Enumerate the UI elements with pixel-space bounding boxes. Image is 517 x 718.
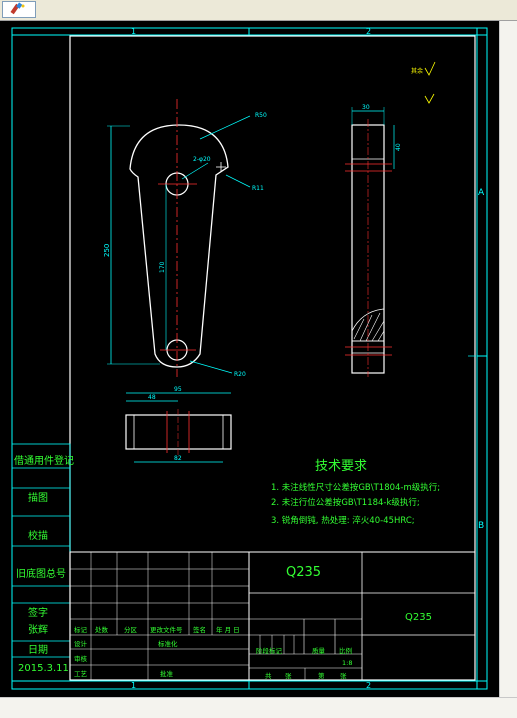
zone-col-2-bottom: 2 — [366, 681, 371, 690]
label-sign: 签字 — [28, 606, 48, 619]
brush-icon — [10, 2, 25, 15]
zone-row-b: B — [478, 521, 484, 531]
row-approve: 批准 — [160, 669, 174, 678]
tech-title: 技术要求 — [315, 459, 367, 474]
scale-value: 1:8 — [342, 659, 352, 667]
row-standard: 标准化 — [158, 639, 178, 648]
sheet-total: 共 — [265, 671, 272, 680]
dim-side-height: 40 — [395, 143, 402, 151]
stage-scale: 比例 — [339, 646, 352, 655]
tech-item-1: 1. 未注线性尺寸公差按GB\T1804-m级执行; — [271, 482, 440, 493]
roughness-icon-2 — [424, 93, 435, 104]
dim-95: 95 — [174, 386, 182, 393]
lever-dimensions: 250 170 R50 2-φ20 R11 R20 — [103, 112, 267, 378]
dim-250: 250 — [103, 244, 111, 257]
dim-170: 170 — [159, 261, 166, 273]
label-date: 日期 — [28, 644, 48, 656]
stage-mass: 质量 — [312, 646, 326, 655]
dim-82: 82 — [174, 455, 182, 462]
label-old-drawing: 旧底图总号 — [16, 567, 66, 580]
left-block: 借通用件登记 描图 校描 旧底图总号 签字 张辉 日期 2015.3.11 — [11, 443, 74, 682]
zone-col-1-top: 1 — [131, 27, 136, 36]
drawing-sheet: 1 2 1 2 A B 其余 250 170 R50 2-φ20 R11 R20 — [11, 27, 488, 690]
sheet-no: 第 — [318, 671, 325, 680]
label-check: 校描 — [28, 529, 48, 542]
dim-side-width: 30 — [362, 104, 370, 111]
sheet-unit-2: 张 — [340, 671, 347, 680]
rev-header-zone: 分区 — [124, 625, 138, 634]
rev-header-sign: 签名 — [193, 625, 206, 634]
row-design: 设计 — [74, 639, 88, 648]
rev-header-count: 处数 — [95, 625, 109, 634]
app-button[interactable] — [2, 1, 36, 18]
dim-r11: R11 — [252, 185, 264, 192]
rev-header-date: 年 月 日 — [216, 625, 240, 634]
zone-col-2-top: 2 — [366, 27, 371, 36]
dim-r20: R20 — [234, 371, 246, 378]
lever-side-view: 30 40 — [345, 104, 476, 377]
row-process: 工艺 — [74, 670, 88, 678]
sheet-unit-1: 张 — [285, 671, 292, 680]
material-small: Q235 — [405, 612, 432, 623]
dim-r50: R50 — [255, 112, 267, 119]
lever-front-view — [129, 99, 229, 377]
toolbar — [0, 0, 517, 21]
material-large: Q235 — [286, 565, 321, 580]
title-block: Q235 Q235 标记 处数 分区 更改文件号 签名 年 月 日 设计 标准化… — [69, 551, 476, 681]
rev-header-mark: 标记 — [74, 625, 88, 634]
label-borrow: 借通用件登记 — [14, 454, 74, 467]
tech-item-2: 2. 未注行位公差按GB\T1184-k级执行; — [271, 497, 420, 508]
label-trace: 描图 — [28, 491, 48, 504]
roughness-icon — [424, 61, 436, 76]
inner-frame — [69, 35, 476, 681]
cad-canvas[interactable]: 1 2 1 2 A B 其余 250 170 R50 2-φ20 R11 R20 — [0, 21, 499, 697]
label-name: 张辉 — [28, 624, 48, 636]
vertical-scrollbar[interactable] — [499, 21, 517, 697]
horizontal-scrollbar[interactable] — [0, 697, 517, 718]
rev-header-file: 更改文件号 — [150, 625, 183, 634]
roughness-label: 其余 — [411, 67, 423, 75]
tech-item-3: 3. 锐角倒钝, 热处理: 淬火40-45HRC; — [271, 515, 415, 526]
zone-col-1-bottom: 1 — [131, 681, 136, 690]
dim-48: 48 — [148, 394, 156, 401]
label-date-value: 2015.3.11 — [18, 663, 69, 674]
stage-mark: 阶段标记 — [256, 646, 283, 655]
tech-requirements: 技术要求 1. 未注线性尺寸公差按GB\T1804-m级执行; 2. 未注行位公… — [271, 459, 440, 526]
zone-row-a: A — [478, 188, 485, 198]
row-review: 审核 — [74, 654, 88, 663]
lever-top-view: 95 48 82 — [125, 386, 232, 463]
dim-hole: 2-φ20 — [193, 156, 211, 163]
